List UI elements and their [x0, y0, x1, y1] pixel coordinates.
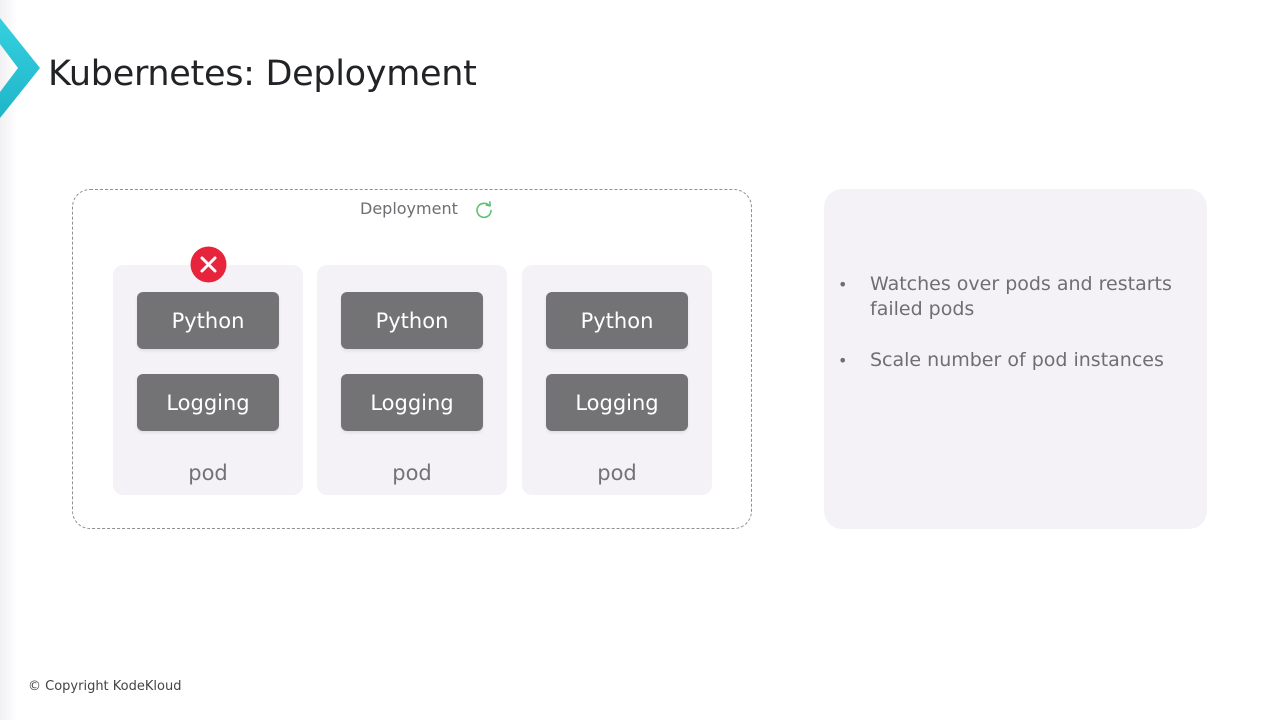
bullet-marker: • — [838, 351, 848, 370]
python-container: Python — [546, 292, 688, 349]
deployment-boundary — [72, 189, 752, 529]
kodekloud-logo-icon — [0, 18, 40, 118]
refresh-icon — [476, 201, 492, 219]
pod-label: pod — [392, 461, 432, 485]
logging-container: Logging — [137, 374, 279, 431]
pod-3: Python Logging pod — [522, 265, 712, 495]
python-container: Python — [137, 292, 279, 349]
close-circle-icon — [190, 246, 227, 283]
bullet-text: Watches over pods and restarts failed po… — [870, 273, 1172, 320]
page-title: Kubernetes: Deployment — [48, 54, 477, 94]
pod-1: Python Logging pod — [113, 265, 303, 495]
python-container: Python — [341, 292, 483, 349]
info-panel — [824, 189, 1207, 529]
copyright-footer: © Copyright KodeKloud — [28, 679, 182, 694]
pod-label: pod — [188, 461, 228, 485]
logging-container: Logging — [341, 374, 483, 431]
left-edge-shade — [0, 0, 18, 720]
bullet-text: Scale number of pod instances — [870, 349, 1164, 371]
logging-container: Logging — [546, 374, 688, 431]
pod-2: Python Logging pod — [317, 265, 507, 495]
pod-label: pod — [597, 461, 637, 485]
deployment-label: Deployment — [360, 199, 458, 218]
bullet-marker: • — [838, 275, 848, 294]
